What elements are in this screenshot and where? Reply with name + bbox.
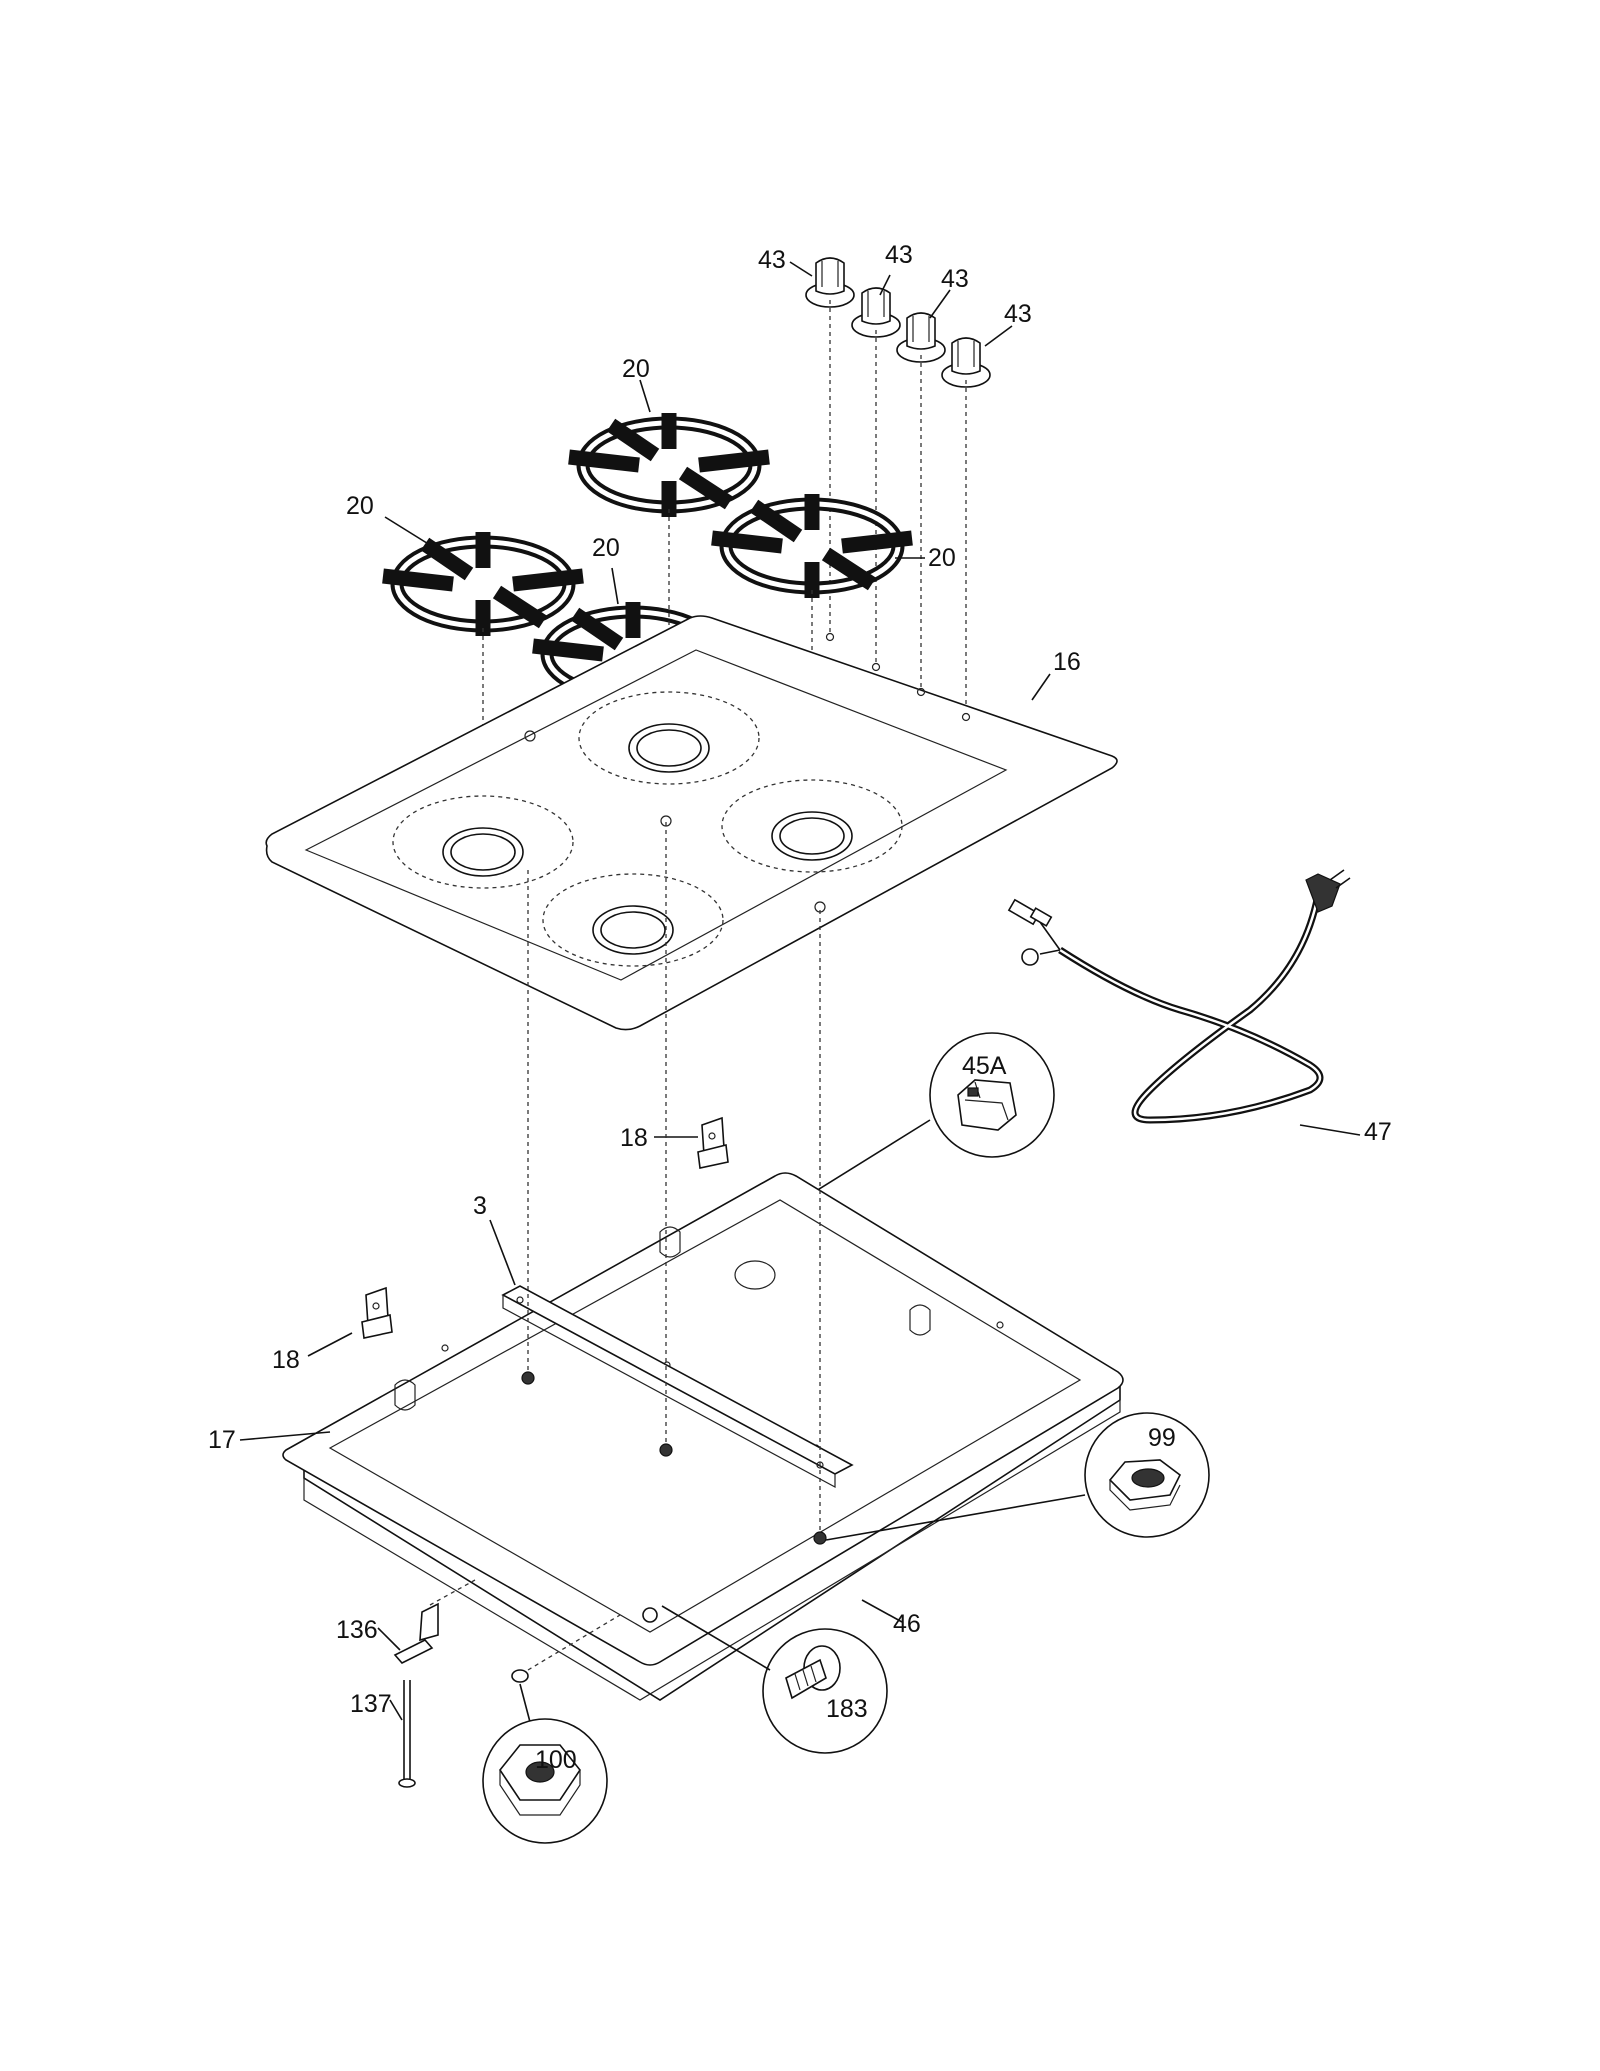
grate-right[interactable]: [711, 494, 913, 598]
cooktop[interactable]: [265, 615, 1118, 1031]
label-knob-2: 43: [885, 241, 913, 269]
label-nut-100: 100: [535, 1746, 577, 1774]
label-bracket-136: 136: [336, 1616, 378, 1644]
callout-labels: 43 43 43 43 20 20 20 20 16 45A 47 18 3 1…: [208, 241, 1392, 1774]
label-grate-front: 20: [592, 534, 620, 562]
control-knobs: [789, 257, 1013, 713]
bracket-upper[interactable]: [697, 1116, 729, 1169]
label-trim: 17: [208, 1426, 236, 1454]
bracket-lower[interactable]: [361, 1286, 393, 1339]
burner-well-right: [721, 779, 903, 873]
knob-1[interactable]: [805, 257, 855, 308]
label-spark-module: 45A: [962, 1052, 1007, 1080]
screw-183-callout[interactable]: [661, 1605, 888, 1754]
label-burner-box: 46: [893, 1610, 921, 1638]
hex-nut-icon: [1108, 1459, 1182, 1511]
label-knob-1: 43: [758, 246, 786, 274]
spark-module-icon: [957, 1079, 1017, 1131]
label-bracket-upper: 18: [620, 1124, 648, 1152]
label-screw-183: 183: [826, 1695, 868, 1723]
plug-icon: [1305, 869, 1351, 913]
spark-module-callout[interactable]: [712, 1032, 1055, 1256]
nut-100-callout[interactable]: [482, 1614, 621, 1844]
label-screw-137: 137: [350, 1690, 392, 1718]
channel[interactable]: [489, 1219, 854, 1489]
burner-well-left: [392, 795, 574, 889]
label-bracket-lower: 18: [272, 1346, 300, 1374]
power-cord[interactable]: [1007, 869, 1361, 1136]
knob-3[interactable]: [896, 312, 946, 363]
screw-137[interactable]: [389, 1680, 416, 1788]
label-channel: 3: [473, 1192, 487, 1220]
knob-2[interactable]: [851, 287, 901, 338]
lock-nut-icon: [499, 1744, 581, 1816]
grate-left[interactable]: [382, 532, 584, 636]
label-nut-99: 99: [1148, 1424, 1176, 1452]
bracket-136[interactable]: [377, 1579, 476, 1664]
burner-well-back: [578, 691, 760, 785]
knob-4[interactable]: [941, 337, 991, 388]
label-cooktop: 16: [1053, 648, 1081, 676]
burner-well-front: [542, 873, 724, 967]
label-grate-left: 20: [346, 492, 374, 520]
label-grate-back: 20: [622, 355, 650, 383]
label-grate-right: 20: [928, 544, 956, 572]
grate-back[interactable]: [568, 413, 770, 517]
burner-box[interactable]: [239, 1172, 1124, 1701]
label-knob-3: 43: [941, 265, 969, 293]
nut-99-callout[interactable]: [825, 1412, 1210, 1541]
bolt-icon: [785, 1645, 841, 1700]
label-knob-4: 43: [1004, 300, 1032, 328]
label-power-cord: 47: [1364, 1118, 1392, 1146]
